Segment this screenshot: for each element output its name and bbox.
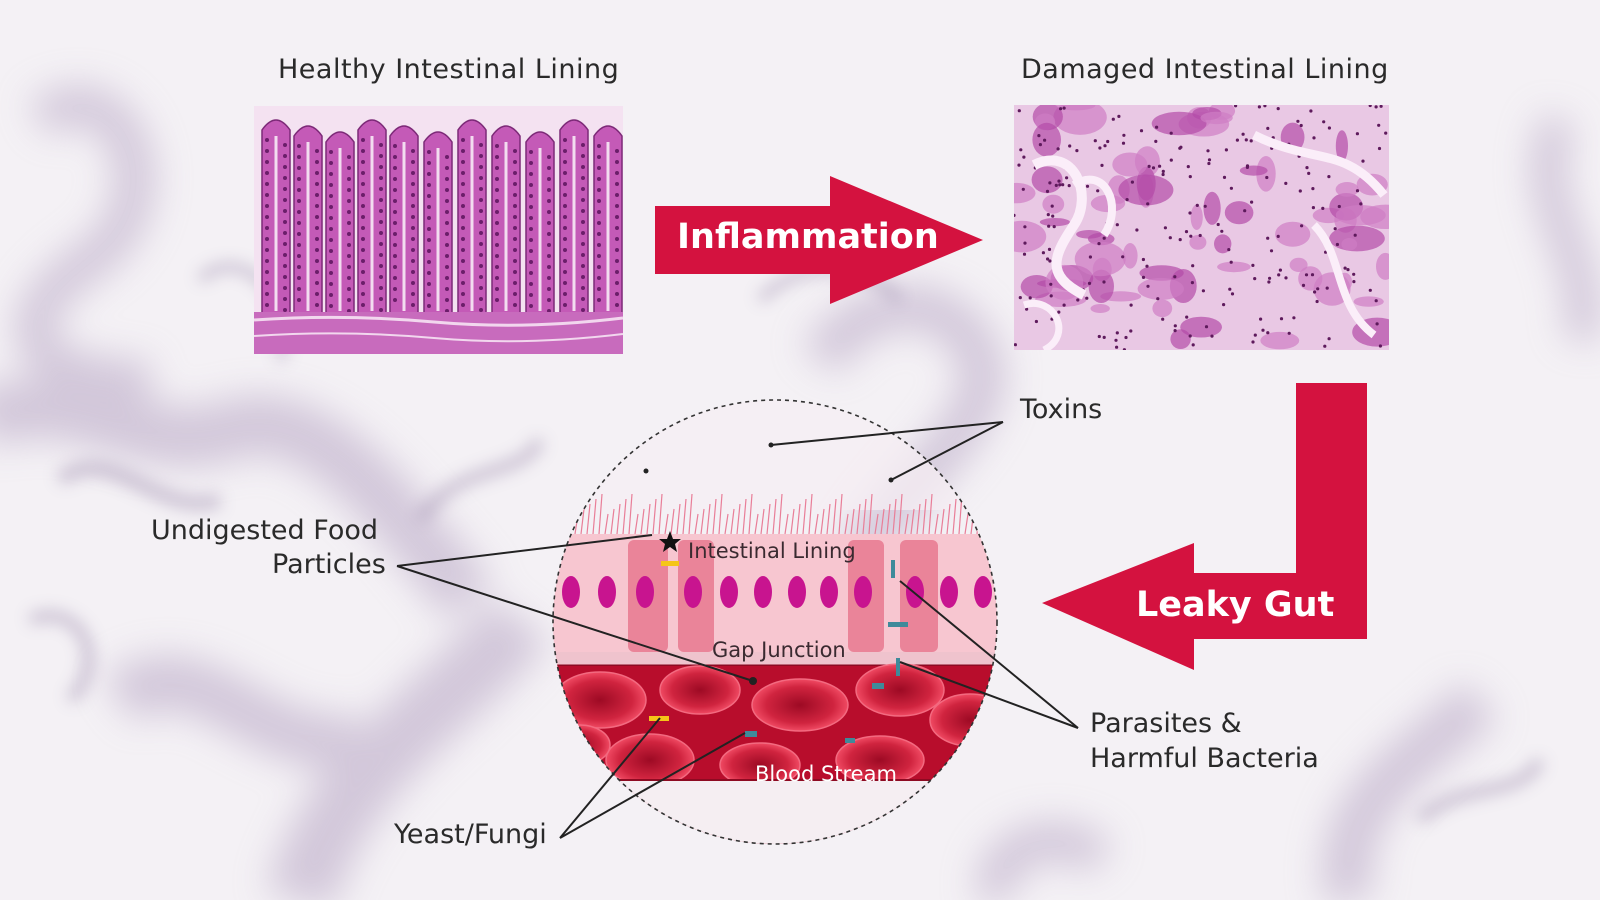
undigested-food-label-line2: Particles xyxy=(272,549,386,580)
healthy-lining-image xyxy=(254,106,623,354)
blood-stream-label: Blood Stream xyxy=(755,762,897,786)
leaky-gut-label: Leaky Gut xyxy=(1136,585,1335,625)
damaged-lining-image xyxy=(1014,105,1389,350)
undigested-food-label-line1: Undigested Food xyxy=(151,515,378,546)
healthy-lining-title: Healthy Intestinal Lining xyxy=(278,54,620,85)
damaged-lining-title: Damaged Intestinal Lining xyxy=(1021,54,1389,85)
gap-junction-label: Gap Junction xyxy=(712,638,846,662)
inflammation-label: Inflammation xyxy=(677,217,939,257)
leaky-gut-arrow xyxy=(1042,383,1367,670)
toxins-label: Toxins xyxy=(1020,394,1103,425)
parasites-label-line2: Harmful Bacteria xyxy=(1090,743,1319,774)
inflammation-arrow xyxy=(655,176,983,304)
parasites-label-line1: Parasites & xyxy=(1090,708,1242,739)
yeast-fungi-label: Yeast/Fungi xyxy=(394,819,547,850)
intestinal-lining-label: Intestinal Lining xyxy=(688,539,856,563)
